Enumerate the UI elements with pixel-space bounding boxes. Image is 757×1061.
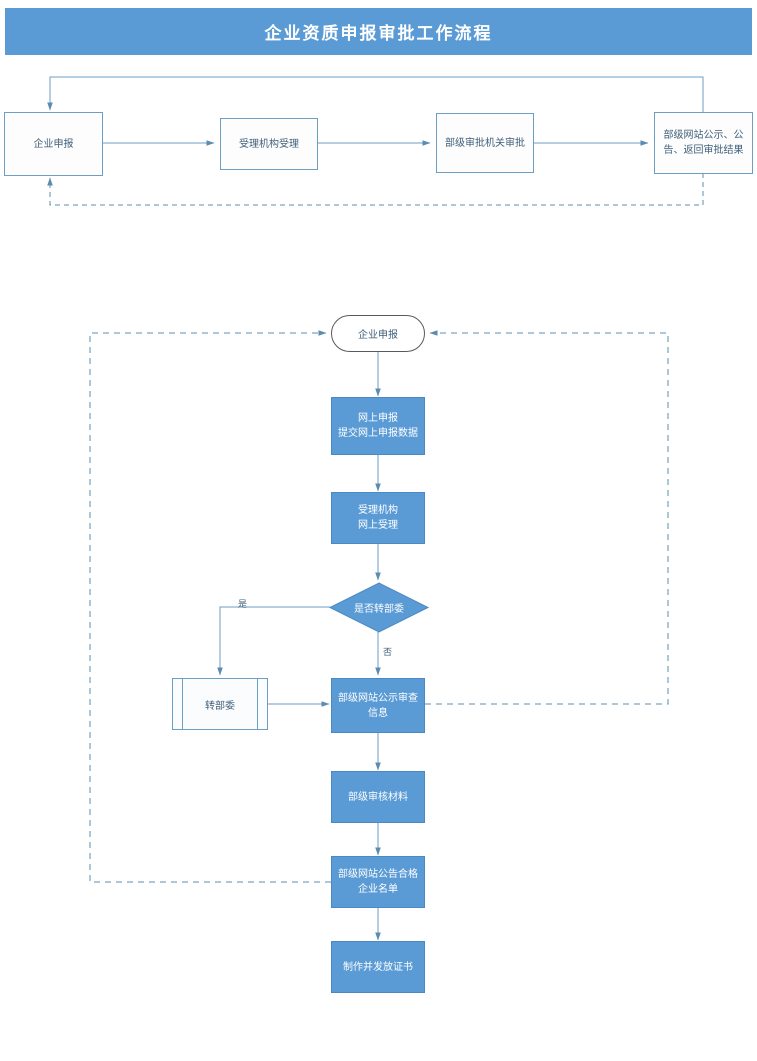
node-detail-decision[interactable]: 是否转部委 [330, 583, 428, 632]
node-top-publish-label: 部级网站公示、公告、返回审批结果 [663, 130, 744, 156]
edge-label-yes: 是 [238, 599, 248, 609]
node-detail-start-label: 企业申报 [358, 330, 398, 341]
connector-site-notice-to-start-dashed [89, 330, 331, 883]
node-detail-ministry-review-label: 部级审核材料 [348, 791, 408, 803]
page-title-banner: 企业资质申报审批工作流程 [5, 8, 752, 55]
node-top-apply-label: 企业申报 [33, 138, 74, 150]
node-detail-to-ministry[interactable]: 转部委 [172, 678, 268, 730]
node-detail-org-accept-line2: 网上受理 [358, 520, 398, 531]
node-detail-site-check[interactable]: 部级网站公示审查 信息 [331, 678, 425, 733]
node-detail-issue-cert[interactable]: 制作并发放证书 [331, 941, 425, 993]
node-top-review[interactable]: 部级审批机关审批 [436, 113, 534, 173]
node-top-review-label: 部级审批机关审批 [445, 137, 525, 149]
connector-decision-yes-to-ministry [217, 606, 330, 676]
node-detail-org-accept[interactable]: 受理机构 网上受理 [331, 492, 425, 544]
node-top-accept-label: 受理机构受理 [239, 138, 299, 150]
connector-publish-to-apply-bottom [47, 173, 704, 206]
node-detail-to-ministry-label: 转部委 [205, 700, 235, 712]
node-detail-ministry-review[interactable]: 部级审核材料 [331, 771, 425, 823]
connector-site-check-to-start-dashed [425, 330, 669, 705]
node-top-accept[interactable]: 受理机构受理 [220, 118, 318, 170]
node-detail-site-notice-line1: 部级网站公告合格 [338, 869, 418, 880]
node-detail-start[interactable]: 企业申报 [331, 315, 425, 352]
node-detail-site-check-line2: 信息 [368, 707, 388, 719]
node-detail-online-apply[interactable]: 网上申报 提交网上申报数据 [331, 397, 425, 455]
node-detail-online-apply-line1: 网上申报 [358, 413, 398, 424]
node-detail-decision-label: 是否转部委 [354, 604, 404, 615]
node-detail-site-check-line1: 部级网站公示审查 [338, 692, 418, 704]
node-detail-online-apply-line2: 提交网上申报数据 [338, 428, 418, 439]
edge-label-no: 否 [383, 647, 393, 657]
node-detail-org-accept-line1: 受理机构 [358, 505, 398, 516]
node-detail-site-notice[interactable]: 部级网站公告合格 企业名单 [331, 856, 425, 908]
node-top-publish[interactable]: 部级网站公示、公告、返回审批结果 [654, 112, 753, 174]
node-detail-issue-cert-label: 制作并发放证书 [343, 961, 413, 973]
node-top-apply[interactable]: 企业申报 [4, 112, 103, 176]
connector-publish-to-apply-top [47, 76, 704, 114]
node-detail-site-notice-line2: 企业名单 [358, 884, 398, 895]
page-title: 企业资质申报审批工作流程 [264, 24, 493, 43]
